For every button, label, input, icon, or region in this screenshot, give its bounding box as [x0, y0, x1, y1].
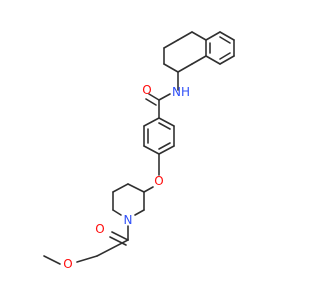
methoxy-oxygen-label: O	[63, 257, 72, 271]
bond	[177, 63, 193, 73]
bond	[205, 55, 221, 65]
amide-nh-label: NH	[172, 85, 190, 99]
bond	[191, 31, 207, 41]
ether-oxygen-atom: O	[154, 174, 163, 188]
bond	[76, 255, 98, 263]
bond	[163, 63, 179, 73]
bond	[145, 98, 157, 106]
bond	[158, 122, 171, 130]
acyl-oxygen-atom: O	[95, 222, 104, 236]
bond	[43, 255, 61, 265]
bond	[143, 186, 154, 193]
bond	[191, 55, 207, 65]
bond	[109, 236, 127, 246]
bond	[177, 31, 193, 41]
amide-nh-atom: NH	[172, 85, 190, 99]
bond	[219, 52, 231, 60]
ether-oxygen-label: O	[154, 174, 163, 188]
acyl-oxygen-label: O	[95, 222, 104, 236]
bond	[143, 117, 160, 127]
atom-labels: O NH O N O O	[63, 83, 190, 271]
bond	[143, 145, 160, 155]
bond	[96, 239, 129, 257]
bond	[112, 209, 122, 216]
bond	[112, 183, 129, 193]
bonds	[43, 31, 235, 265]
bond	[111, 231, 129, 241]
amide-oxygen-label: O	[142, 83, 151, 97]
piperidine-nitrogen-atom: N	[124, 213, 133, 227]
bond	[158, 145, 175, 155]
amide-oxygen-atom: O	[142, 83, 151, 97]
piperidine-nitrogen-label: N	[124, 213, 133, 227]
bond	[163, 39, 179, 49]
bond	[205, 31, 221, 41]
bond	[219, 36, 231, 44]
bond	[148, 93, 160, 101]
bond	[158, 142, 171, 150]
bond	[219, 55, 235, 65]
bond	[134, 209, 145, 216]
bond	[127, 183, 145, 193]
molecule-structure: O NH O N O O	[43, 31, 235, 271]
bond	[219, 31, 235, 41]
bond	[158, 117, 175, 127]
methoxy-oxygen-atom: O	[63, 257, 72, 271]
bond	[158, 93, 171, 101]
